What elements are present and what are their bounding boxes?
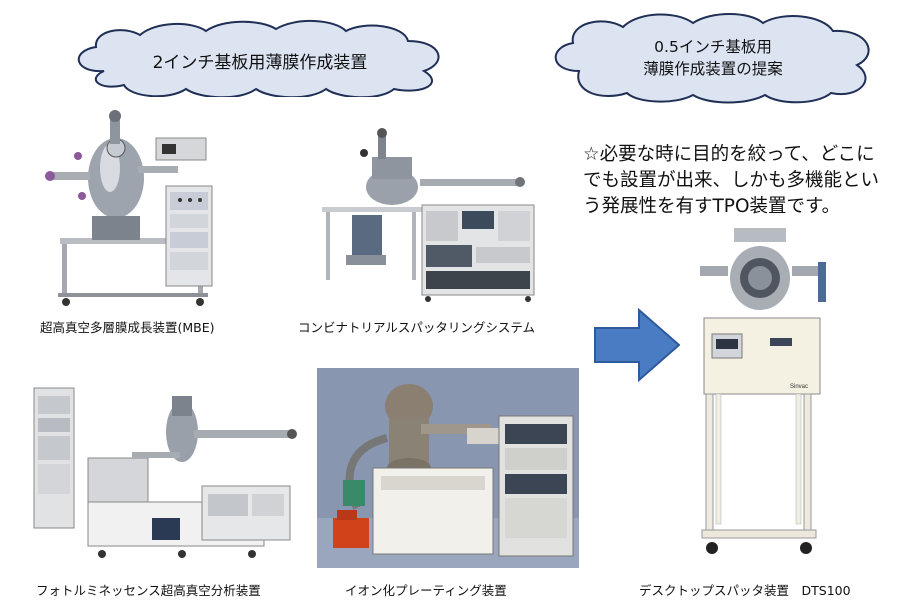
description-line-1: ☆必要な時に目的を絞って、どこに <box>583 144 875 165</box>
caption-combinatorial: コンビナトリアルスパッタリングシステム <box>298 320 536 335</box>
photoluminescence-apparatus-photo <box>32 386 307 568</box>
caption-photoluminescence: フォトルミネッセンス超高真空分析装置 <box>36 583 261 598</box>
cloud-05inch <box>554 13 870 104</box>
device-brand-label: Sinvac <box>790 384 808 390</box>
caption-mbe: 超高真空多層膜成長装置(MBE) <box>40 320 215 335</box>
cloud-05inch-line2: 薄膜作成装置の提案 <box>643 60 783 78</box>
description-line-3: う発展性を有すTPO装置です。 <box>583 196 841 217</box>
description-text: ☆必要な時に目的を絞って、どこに でも設置が出来、しかも多機能とい う発展性を有… <box>583 142 893 220</box>
caption-ion-plating: イオン化プレーティング装置 <box>345 583 507 598</box>
combinatorial-sputtering-photo <box>312 125 537 307</box>
cloud-2inch <box>77 19 440 97</box>
dts100-photo: Sinvac <box>680 218 838 568</box>
caption-dts100: デスクトップスパッタ装置 DTS100 <box>639 583 851 598</box>
description-line-2: でも設置が出来、しかも多機能とい <box>583 170 880 191</box>
ion-plating-apparatus-photo <box>317 368 579 568</box>
right-arrow <box>594 308 681 382</box>
cloud-2inch-text: 2インチ基板用薄膜作成装置 <box>152 53 368 73</box>
mbe-apparatus-photo <box>38 108 223 308</box>
cloud-05inch-line1: 0.5インチ基板用 <box>654 38 772 56</box>
